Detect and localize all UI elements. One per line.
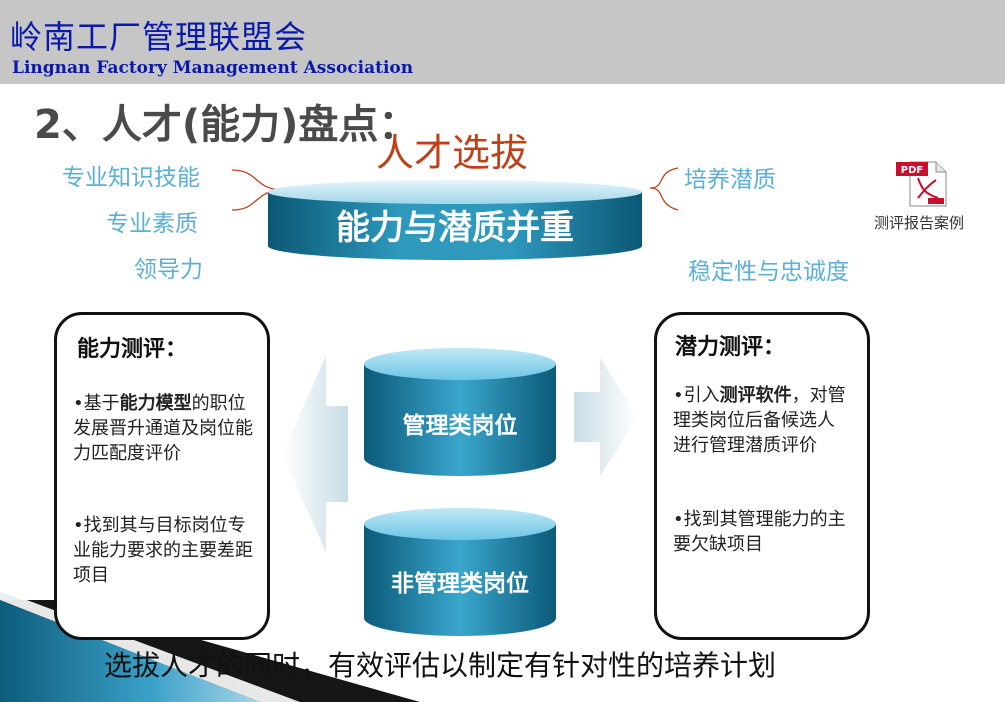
ability-bullet-1-pre: 基于 — [83, 393, 120, 414]
ability-bullet-1: •基于能力模型的职位发展晋升通道及岗位能力匹配度评价 — [73, 393, 253, 464]
ability-assessment-title: 能力测评： — [77, 336, 188, 362]
potential-bullet-2-text: 找到其管理能力的主要欠缺项目 — [673, 509, 846, 555]
pdf-link-label[interactable]: 测评报告案例 — [874, 214, 965, 232]
cylinder-non-management — [364, 508, 556, 636]
left-arrow-icon — [282, 356, 348, 552]
label-potential: 培养潜质 — [684, 167, 776, 193]
bottom-summary-text: 选拔人才的同时，有效评估以制定有针对性的培养计划 — [104, 649, 777, 682]
ability-assessment-box: 能力测评： •基于能力模型的职位发展晋升通道及岗位能力匹配度评价 •找到其与目标… — [54, 312, 270, 640]
label-leadership: 领导力 — [134, 257, 203, 283]
ability-bullet-2-text: 找到其与目标岗位专业能力要求的主要差距项目 — [73, 515, 253, 586]
right-arrow-icon — [574, 358, 638, 476]
ability-bullet-2: •找到其与目标岗位专业能力要求的主要差距项目 — [73, 515, 253, 586]
header-title-cn: 岭南工厂管理联盟会 — [10, 18, 308, 56]
potential-assessment-box: 潜力测评： •引入测评软件，对管理类岗位后备候选人进行管理潜质评价 •找到其管理… — [654, 312, 870, 640]
label-stability-loyalty: 稳定性与忠诚度 — [688, 259, 849, 285]
right-bracket-line — [649, 167, 679, 211]
label-professional-skills: 专业知识技能 — [62, 165, 200, 191]
center-banner — [268, 180, 642, 261]
ability-bullet-1-bold: 能力模型 — [119, 393, 192, 414]
cylinder-management — [364, 348, 556, 476]
cylinder-management-label: 管理类岗位 — [402, 412, 518, 439]
pdf-file-icon[interactable]: PDF — [896, 160, 948, 208]
label-professional-quality: 专业素质 — [106, 211, 198, 237]
potential-assessment-title: 潜力测评： — [675, 334, 786, 360]
pdf-icon-text: PDF — [901, 165, 923, 176]
potential-bullet-1-bold: 测评软件 — [719, 385, 792, 406]
slide-subtitle: 人才选拔 — [376, 131, 529, 175]
header-title-en: Lingnan Factory Management Association — [12, 58, 414, 78]
potential-bullet-1-pre: 引入 — [683, 385, 720, 406]
slide-title: 2、人才(能力)盘点： — [34, 102, 419, 148]
ability-bullet-1-post: 的职位发展晋升通道及岗位能力匹配度评价 — [73, 393, 253, 464]
potential-bullet-1: •引入测评软件，对管理类岗位后备候选人进行管理潜质评价 — [673, 385, 846, 456]
center-banner-text: 能力与潜质并重 — [336, 208, 574, 248]
potential-bullet-2: •找到其管理能力的主要欠缺项目 — [673, 509, 846, 555]
potential-bullet-1-post: ，对管理类岗位后备候选人进行管理潜质评价 — [673, 385, 846, 456]
cylinder-non-management-label: 非管理类岗位 — [391, 570, 529, 597]
header-bar — [0, 0, 1005, 84]
